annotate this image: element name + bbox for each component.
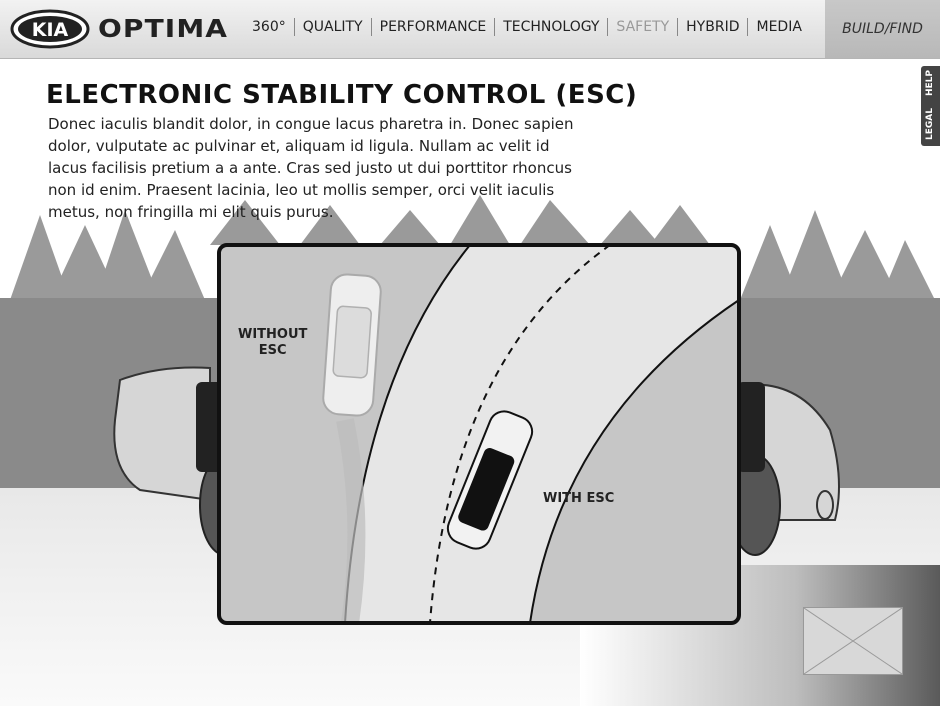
kia-logo[interactable]: KIA — [10, 9, 90, 49]
help-tab[interactable]: HELP — [925, 70, 935, 97]
label-without-esc: WITHOUT ESC — [238, 327, 307, 359]
nav-360[interactable]: 360° — [252, 19, 286, 35]
nav-media[interactable]: MEDIA — [747, 18, 809, 36]
car-without-esc — [322, 273, 382, 417]
side-tab-panel: HELP LEGAL — [921, 66, 940, 146]
legal-tab[interactable]: LEGAL — [925, 108, 935, 140]
nav-hybrid[interactable]: HYBRID — [677, 18, 747, 36]
model-name: OPTIMA — [98, 14, 229, 43]
image-placeholder-thumbnail[interactable] — [803, 607, 903, 675]
car-with-esc — [446, 410, 534, 550]
label-without-esc-line2: ESC — [258, 343, 287, 358]
nav-quality[interactable]: QUALITY — [293, 18, 371, 36]
lane-center-line — [429, 245, 611, 623]
main-nav: 360° QUALITY PERFORMANCE TECHNOLOGY SAFE… — [244, 18, 810, 36]
placeholder-cross-icon — [803, 607, 903, 675]
kia-logo-text: KIA — [32, 19, 69, 41]
label-without-esc-line1: WITHOUT — [238, 327, 308, 342]
body-paragraph: Donec iaculis blandit dolor, in congue l… — [48, 115, 574, 221]
nav-technology[interactable]: TECHNOLOGY — [494, 18, 607, 36]
nav-safety[interactable]: SAFETY — [607, 18, 677, 36]
page-title: ELECTRONIC STABILITY CONTROL (ESC) — [46, 80, 638, 110]
forest-silhouette — [10, 195, 935, 300]
right-car-illustration — [729, 382, 840, 556]
esc-diagram-panel — [217, 243, 741, 625]
top-navigation-bar: KIA OPTIMA 360° QUALITY PERFORMANCE TECH… — [0, 0, 940, 59]
label-with-esc: WITH ESC — [543, 491, 615, 506]
build-find-button[interactable]: BUILD/FIND — [825, 0, 940, 58]
nav-performance[interactable]: PERFORMANCE — [370, 18, 495, 36]
